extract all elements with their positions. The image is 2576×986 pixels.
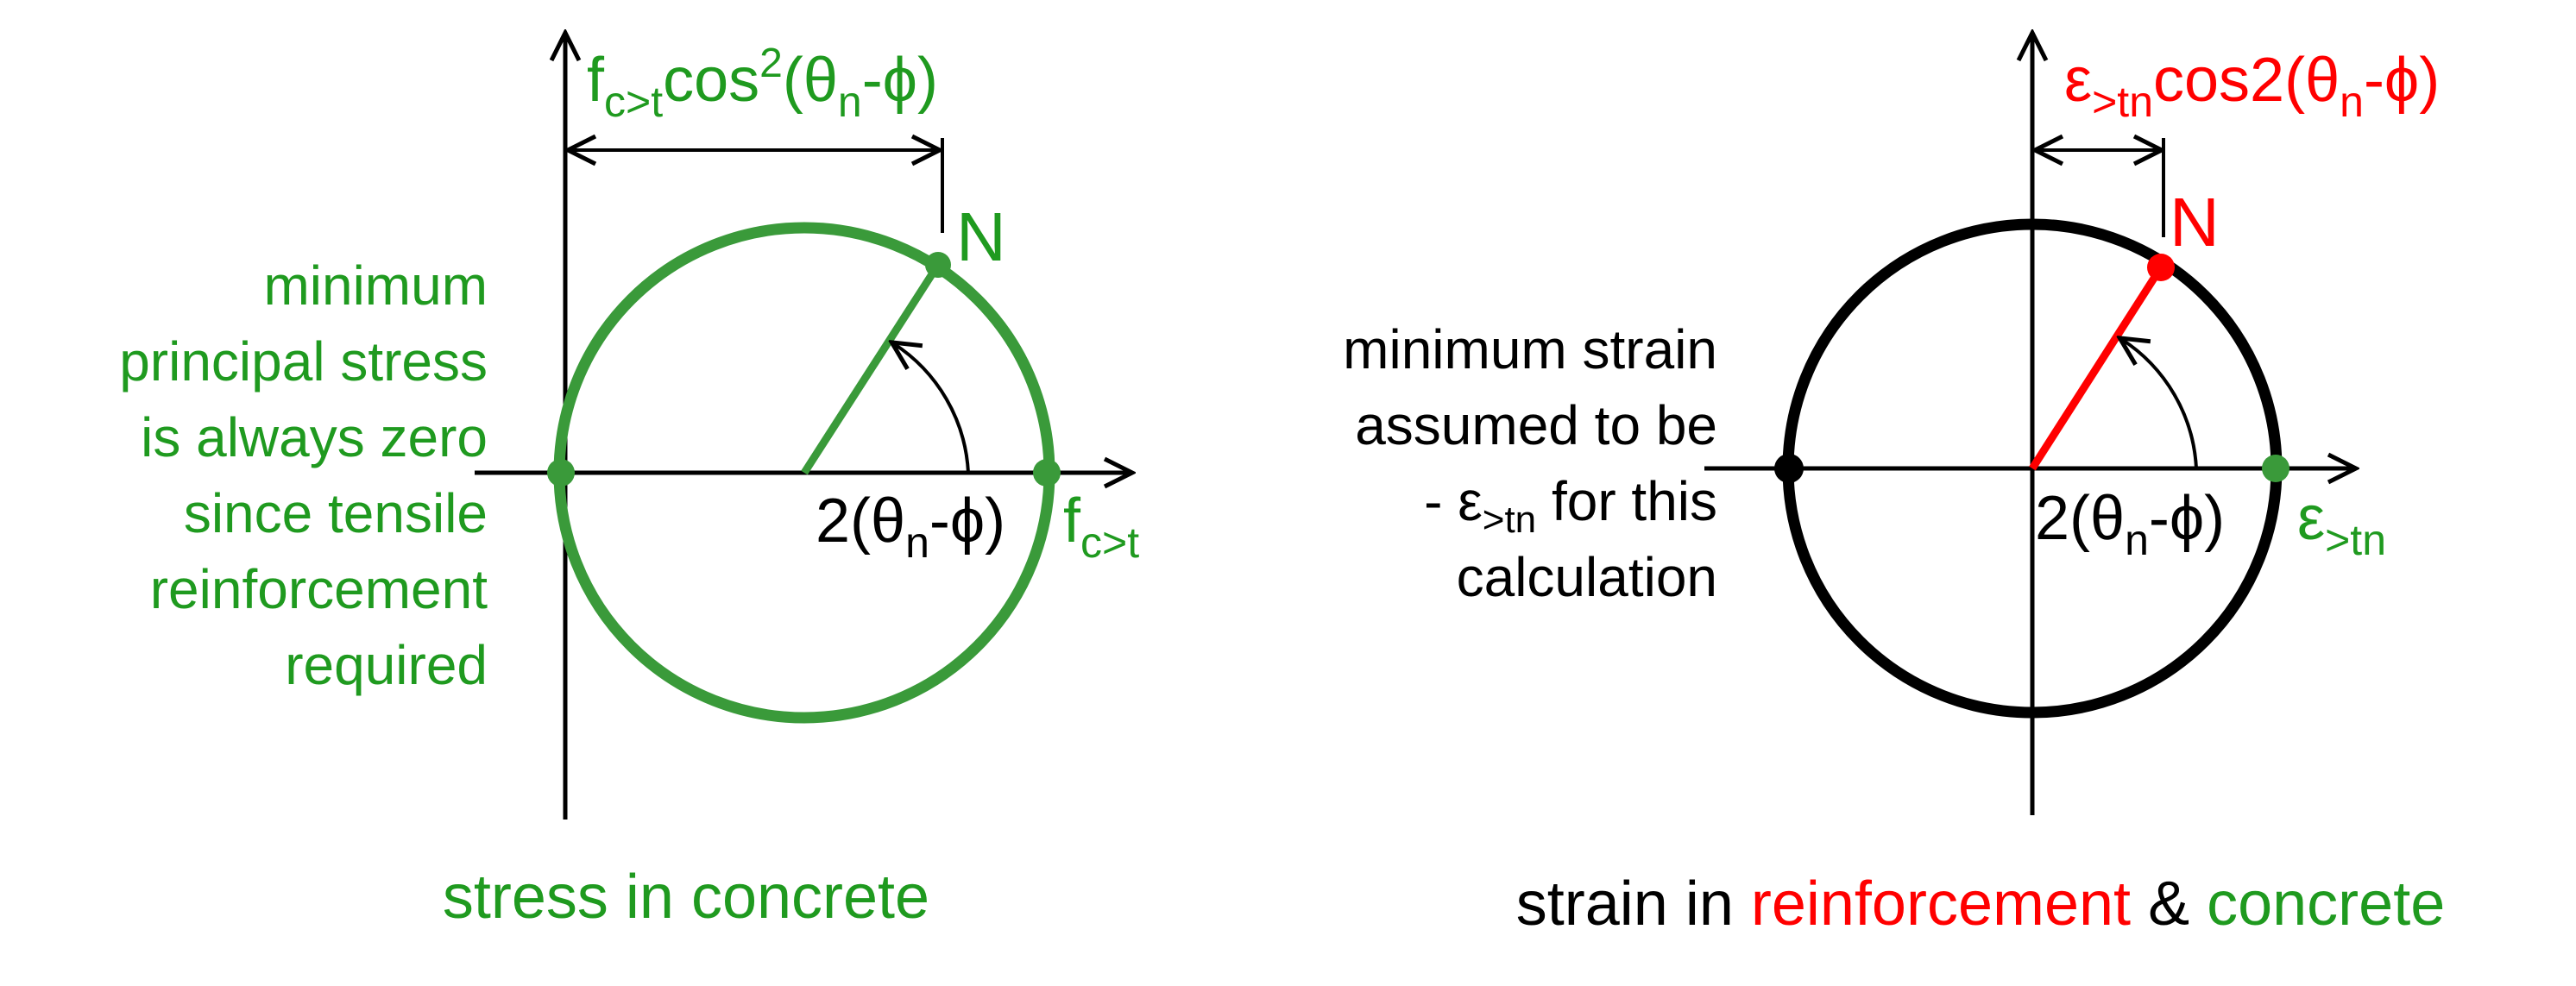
right-point-n (2147, 254, 2175, 281)
right-point-n-label: N (2170, 184, 2220, 261)
left-top-label: fc>tcos2(θn-ϕ) (587, 41, 938, 126)
left-angle-arc (893, 343, 970, 474)
left-note-line: principal stress (119, 330, 488, 393)
right-angle-arc (2121, 339, 2198, 469)
right-point-max (2262, 455, 2289, 482)
left-note: minimum principal stress is always zero … (119, 254, 488, 696)
left-point-fct (1033, 459, 1061, 487)
right-axis-label: ε>tn (2297, 484, 2386, 564)
left-note-line: is always zero (141, 406, 488, 468)
right-note-line: minimum strain (1343, 318, 1717, 380)
left-axis-label: fc>t (1063, 487, 1139, 567)
left-note-line: minimum (263, 254, 488, 317)
right-note-line: - ε>tn for this (1424, 470, 1717, 541)
right-radius-line (2029, 265, 2164, 471)
left-radius-line (801, 262, 942, 475)
right-angle-label: 2(θn-ϕ) (2035, 484, 2225, 564)
right-note-line: assumed to be (1355, 394, 1717, 456)
left-caption: stress in concrete (443, 863, 929, 932)
strain-panel: ε>tncos2(θn-ϕ) N 2(θn-ϕ) ε>tn minimum st… (1343, 35, 2445, 939)
right-point-min (1774, 454, 1804, 483)
left-point-n-label: N (956, 198, 1006, 275)
right-note-line: calculation (1457, 546, 1717, 608)
right-caption: strain in reinforcement & concrete (1516, 870, 2446, 939)
right-top-label: ε>tncos2(θn-ϕ) (2064, 46, 2440, 126)
left-note-line: reinforcement (150, 558, 488, 620)
right-note: minimum strain assumed to be - ε>tn for … (1343, 318, 1717, 608)
left-angle-label: 2(θn-ϕ) (816, 487, 1005, 567)
left-note-line: required (285, 634, 488, 696)
stress-panel: fc>tcos2(θn-ϕ) N 2(θn-ϕ) fc>t minimum pr… (119, 35, 1139, 932)
left-point-n (925, 252, 951, 278)
left-note-line: since tensile (184, 482, 488, 544)
left-point-zero (547, 459, 575, 487)
